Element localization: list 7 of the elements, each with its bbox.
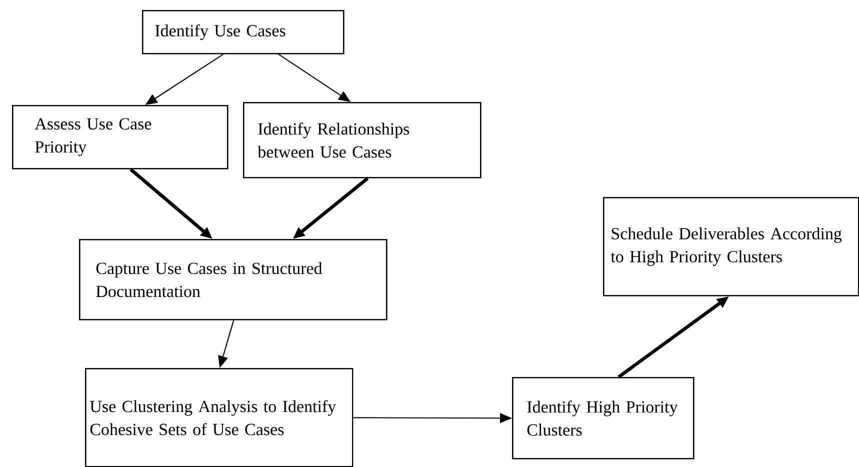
- process-box: Identify Relationships between Use Cases: [243, 102, 482, 178]
- process-box: Schedule Deliverables According to High Priority Clusters: [603, 197, 859, 296]
- process-box: Assess Use Case Priority: [12, 105, 228, 170]
- process-box: Identify Use Cases: [142, 10, 344, 54]
- process-box: Identify High Priority Clusters: [512, 377, 694, 460]
- process-box: Use Clustering Analysis to Identify Cohesive Sets of Use Cases: [85, 368, 354, 467]
- process-box: Capture Use Cases in Structured Documentation: [79, 239, 388, 320]
